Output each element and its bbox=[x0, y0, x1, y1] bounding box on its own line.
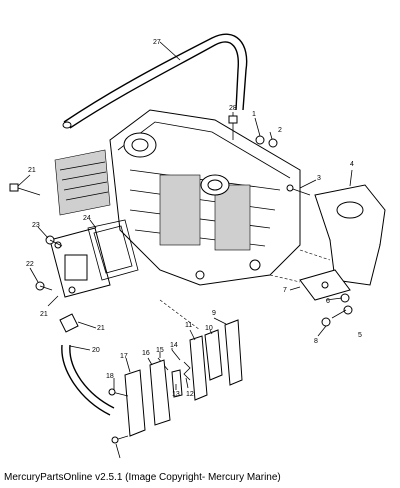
exploded-parts-diagram: 27 28 1 2 4 3 21 23 24 22 21 21 20 7 6 5… bbox=[9, 33, 386, 459]
callout-5: 5 bbox=[358, 332, 362, 339]
cover-part-22[interactable] bbox=[49, 227, 111, 298]
hose-part-27[interactable] bbox=[62, 33, 248, 129]
lever-part-11[interactable] bbox=[189, 335, 208, 401]
callout-2: 2 bbox=[278, 127, 282, 134]
callout-12: 12 bbox=[186, 391, 194, 398]
link-part-13[interactable] bbox=[171, 369, 183, 398]
bolt-part-23[interactable] bbox=[35, 281, 53, 291]
callout-4: 4 bbox=[350, 161, 354, 168]
callout-6: 6 bbox=[326, 298, 330, 305]
hose-part-20[interactable] bbox=[61, 344, 115, 416]
arm-part-17[interactable] bbox=[124, 369, 146, 437]
callout-10: 10 bbox=[205, 325, 213, 332]
callout-21-upper: 21 bbox=[28, 167, 36, 174]
cylinder-block[interactable] bbox=[109, 109, 301, 286]
nut-part-2[interactable] bbox=[268, 138, 278, 148]
callout-9: 9 bbox=[212, 310, 216, 317]
arm-part-16[interactable] bbox=[149, 359, 171, 426]
bracket-part-7[interactable] bbox=[299, 269, 351, 301]
callout-16: 16 bbox=[142, 350, 150, 357]
callout-14: 14 bbox=[170, 342, 178, 349]
callout-23: 22 bbox=[26, 261, 34, 268]
callout-15: 15 bbox=[156, 347, 164, 354]
lever-part-10[interactable] bbox=[204, 329, 223, 381]
callout-28: 28 bbox=[229, 105, 237, 112]
callout-3: 3 bbox=[317, 175, 321, 182]
bracket-part-4[interactable] bbox=[314, 184, 386, 286]
washer-part-1[interactable] bbox=[255, 135, 265, 145]
leader-lines bbox=[17, 41, 353, 459]
fitting-part-21-lower[interactable] bbox=[59, 313, 79, 333]
reed-block[interactable] bbox=[54, 149, 111, 216]
copyright-caption: MercuryPartsOnline v2.5.1 (Image Copyrig… bbox=[4, 472, 281, 483]
callout-1: 1 bbox=[252, 111, 256, 118]
callout-7: 7 bbox=[283, 287, 287, 294]
callout-24: 23 bbox=[32, 222, 40, 229]
bolt-part-3[interactable] bbox=[286, 184, 311, 196]
screw-part-18[interactable] bbox=[108, 388, 129, 397]
callout-27: 27 bbox=[153, 39, 161, 46]
callout-8: 8 bbox=[314, 338, 318, 345]
screw-part-19[interactable] bbox=[111, 435, 129, 444]
gasket-part-25[interactable] bbox=[87, 219, 139, 281]
callout-17: 17 bbox=[120, 353, 128, 360]
bolt-part-8[interactable] bbox=[321, 317, 331, 327]
callout-11: 11 bbox=[185, 322, 192, 329]
bolt-part-21-upper[interactable] bbox=[9, 183, 41, 196]
pin-part-14[interactable] bbox=[171, 349, 181, 361]
callout-25: 24 bbox=[83, 215, 91, 222]
callout-13: 13 bbox=[172, 391, 180, 398]
lever-part-9[interactable] bbox=[224, 319, 243, 386]
nut-part-6[interactable] bbox=[340, 293, 350, 303]
callout-18: 18 bbox=[106, 373, 114, 380]
callout-labels: 27 28 1 2 4 3 21 23 24 22 21 21 20 7 6 5… bbox=[26, 39, 362, 398]
callout-20: 20 bbox=[92, 347, 100, 354]
callout-21-lower: 21 bbox=[97, 325, 105, 332]
bolt-part-5[interactable] bbox=[343, 305, 353, 315]
spring-part-12[interactable] bbox=[183, 361, 191, 381]
callout-22: 21 bbox=[40, 311, 48, 318]
